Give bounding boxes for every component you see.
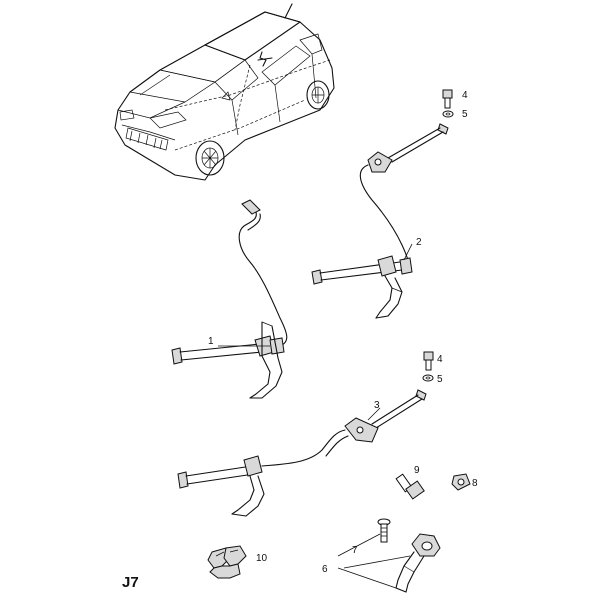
callout-9: 9 [414, 465, 420, 476]
leader-lines [218, 243, 413, 589]
bolt-part-4-top [442, 89, 453, 109]
callout-6: 6 [322, 564, 328, 575]
bolt-part-9 [395, 473, 425, 500]
callout-4-lower: 4 [437, 354, 443, 365]
callout-3: 3 [374, 400, 380, 411]
callout-1: 1 [208, 336, 214, 347]
brake-line-part-1 [171, 199, 288, 399]
clip-part-10 [207, 545, 247, 579]
callout-8: 8 [472, 478, 478, 489]
clip-part-8 [451, 473, 471, 491]
bolt-part-7 [377, 518, 391, 543]
washer-part-5-top [442, 110, 454, 118]
callout-4-top: 4 [462, 90, 468, 101]
callout-5-top: 5 [462, 109, 468, 120]
callout-7: 7 [352, 545, 358, 556]
bracket-part-6 [395, 533, 441, 593]
bolt-part-4-lower [423, 351, 434, 371]
brake-hose-part-2 [311, 89, 454, 319]
callout-2: 2 [416, 237, 422, 248]
callout-5-lower: 5 [437, 374, 443, 385]
washer-part-5-lower [422, 374, 434, 382]
brake-hose-part-3 [177, 351, 434, 517]
callout-10: 10 [256, 553, 268, 564]
page-code: J7 [122, 574, 139, 591]
car-illustration [114, 3, 335, 181]
